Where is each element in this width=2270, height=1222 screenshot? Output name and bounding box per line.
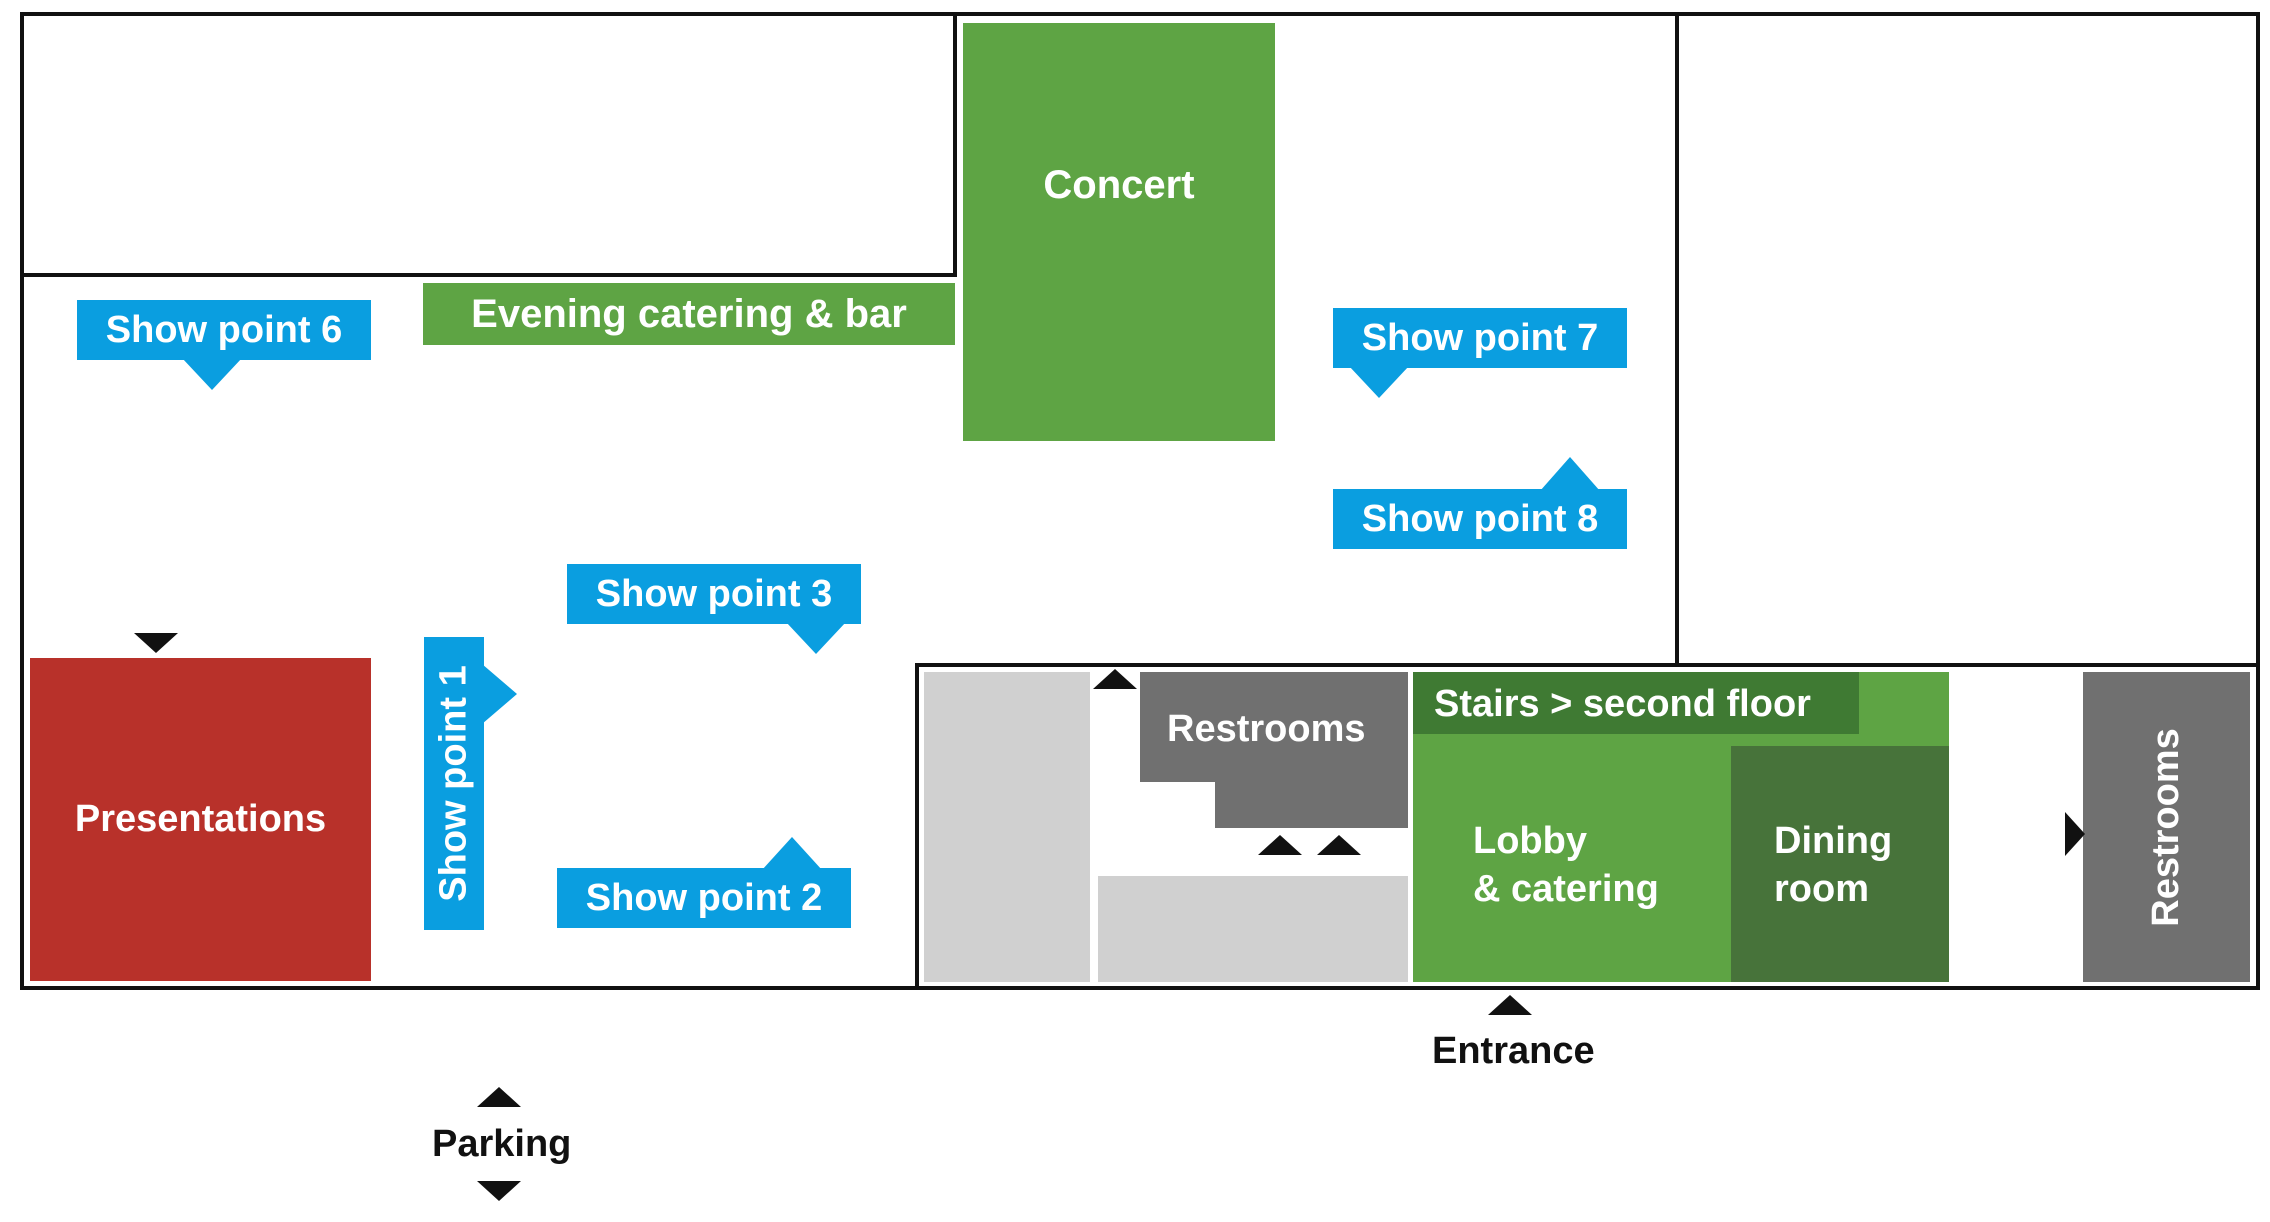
right-arrow-icon [2065, 812, 2085, 856]
up-arrow-icon [1488, 995, 1532, 1015]
show-point-3-pointer-icon [786, 622, 846, 654]
show-point-7-pointer-icon [1349, 366, 1409, 398]
show-point-8-label: Show point 8 [1361, 497, 1599, 540]
up-arrow-icon [1093, 669, 1137, 689]
evening-catering-area: Evening catering & bar [423, 283, 955, 345]
dining-label-line1: Dining [1774, 820, 1893, 862]
show-point-1-tag: Show point 1 [424, 637, 484, 930]
show-point-6-tag: Show point 6 [77, 300, 371, 360]
show-point-7-tag: Show point 7 [1333, 308, 1627, 368]
restrooms-left-label: Restrooms [1167, 708, 1366, 750]
lobby-label-line1: Lobby [1473, 820, 1587, 862]
restrooms-left-notch [1140, 782, 1215, 828]
entrance-label: Entrance [1432, 1030, 1595, 1072]
show-point-3-tag: Show point 3 [567, 564, 861, 624]
gray-block-left [924, 672, 1090, 982]
show-point-6-label: Show point 6 [105, 308, 343, 351]
show-point-2-pointer-icon [762, 837, 822, 870]
stairs-area [1413, 672, 1859, 734]
top-right-room-wall [1675, 12, 2260, 667]
gray-block-bottom [1098, 876, 1408, 982]
stairs-label: Stairs > second floor [1434, 683, 1811, 725]
up-arrow-icon [1317, 835, 1361, 855]
show-point-2-tag: Show point 2 [557, 868, 851, 928]
parking-label: Parking [432, 1123, 572, 1165]
show-point-2-label: Show point 2 [585, 876, 823, 919]
top-left-room-wall [20, 12, 957, 277]
show-point-8-pointer-icon [1540, 457, 1600, 491]
concert-area: Concert [963, 23, 1275, 441]
lobby-label-line2: & catering [1473, 868, 1659, 910]
dining-label-line2: room [1774, 868, 1869, 910]
show-point-8-tag: Show point 8 [1333, 489, 1627, 549]
up-arrow-icon [1258, 835, 1302, 855]
presentations-area: Presentations [30, 658, 371, 981]
show-point-1-pointer-icon [482, 664, 517, 724]
dining-room-area [1731, 746, 1949, 982]
show-point-6-pointer-icon [182, 358, 242, 390]
presentations-label: Presentations [74, 798, 327, 840]
restrooms-right-label-wrap: Restrooms [2083, 672, 2250, 982]
divider-wall-upper [953, 12, 957, 277]
show-point-7-label: Show point 7 [1361, 316, 1599, 359]
up-arrow-icon [477, 1087, 521, 1107]
show-point-3-label: Show point 3 [595, 572, 833, 615]
down-arrow-icon [477, 1181, 521, 1201]
show-point-1-label: Show point 1 [432, 665, 475, 902]
evening-catering-label: Evening catering & bar [471, 291, 907, 336]
restrooms-right-label: Restrooms [2145, 727, 2187, 927]
lower-right-wing-wall [915, 663, 2260, 990]
down-arrow-icon [134, 633, 178, 653]
restrooms-right-area [2083, 672, 2250, 982]
concert-label: Concert [1043, 163, 1195, 207]
